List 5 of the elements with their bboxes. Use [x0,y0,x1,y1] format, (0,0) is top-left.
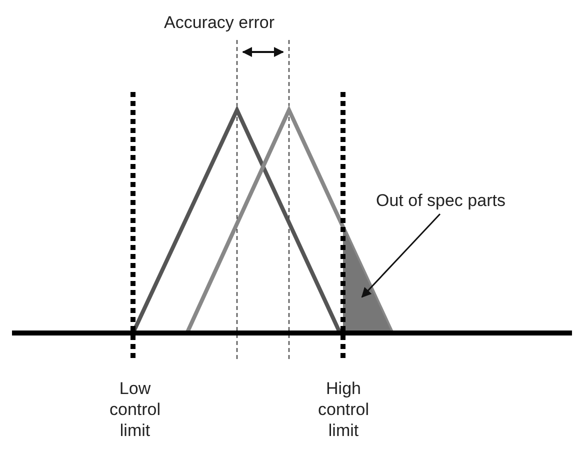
callout-text: Out of spec parts [376,190,506,211]
limit-label: High control limit [316,378,370,441]
leader-line [361,213,441,298]
dimension-label: Accuracy error [164,12,275,33]
limit-label: Low control limit [108,378,162,441]
